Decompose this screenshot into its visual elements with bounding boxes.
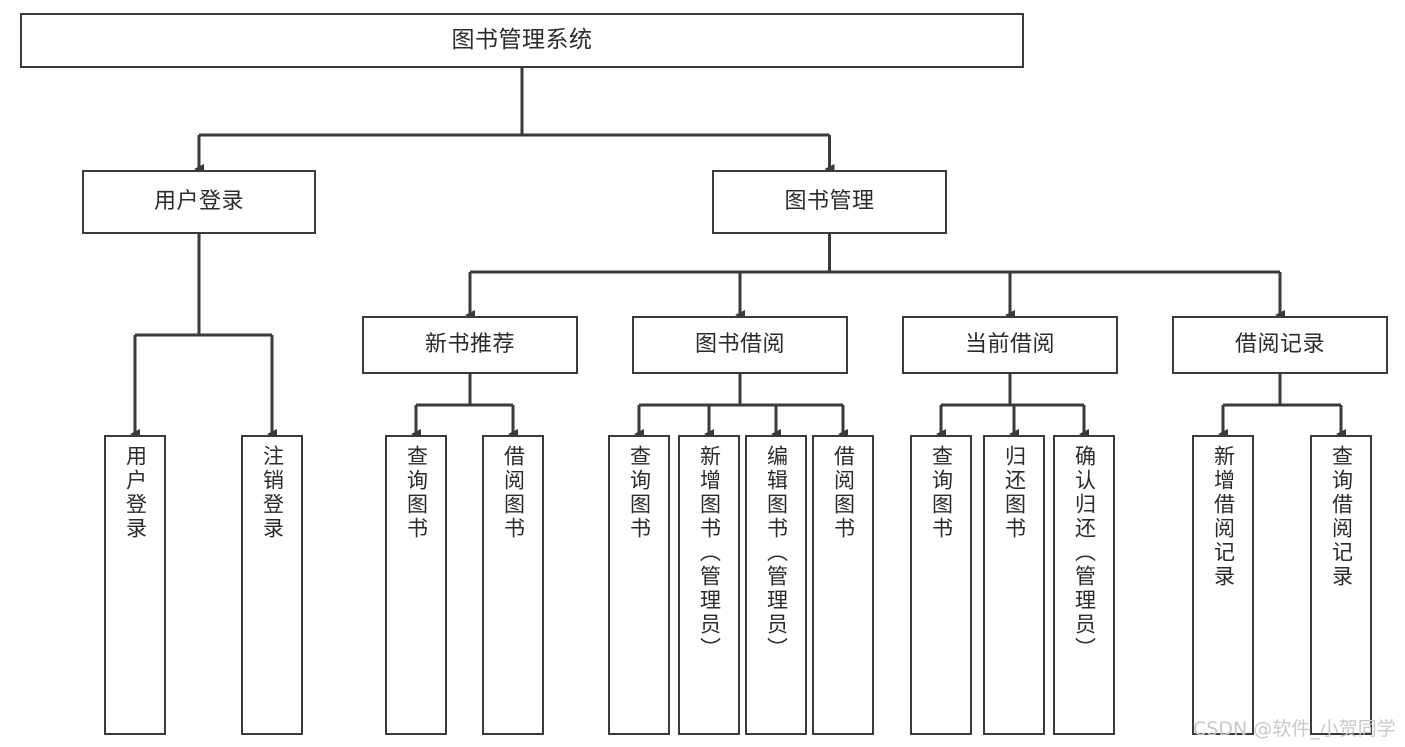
node-label: 查询图书 [404,445,429,541]
node-label: 归还图书 [1002,445,1027,541]
node-leaf-query-book-1[interactable]: 查询图书 [385,435,447,735]
edge-paths [130,68,1346,439]
node-leaf-add-book-admin[interactable]: 新增图书（管理员） [678,435,740,735]
node-label: 新增图书（管理员） [697,445,722,661]
node-label: 查询图书 [929,445,954,541]
node-root[interactable]: 图书管理系统 [20,13,1024,68]
node-leaf-add-borrow-record[interactable]: 新增借阅记录 [1192,435,1254,735]
node-leaf-edit-book-admin[interactable]: 编辑图书（管理员） [745,435,807,735]
node-leaf-query-book-2[interactable]: 查询图书 [608,435,670,735]
node-leaf-borrow-book-2[interactable]: 借阅图书 [812,435,874,735]
node-label: 编辑图书（管理员） [764,445,789,661]
node-label: 确认归还（管理员） [1072,445,1097,661]
node-leaf-return-book[interactable]: 归还图书 [983,435,1045,735]
node-label: 图书借阅 [694,332,785,358]
node-borrow-record[interactable]: 借阅记录 [1172,316,1388,374]
node-label: 图书管理系统 [451,26,593,53]
node-label: 新增借阅记录 [1211,445,1236,589]
node-book-manage[interactable]: 图书管理 [712,170,947,234]
node-leaf-confirm-return-admin[interactable]: 确认归还（管理员） [1053,435,1115,735]
node-leaf-user-logout[interactable]: 注销登录 [241,435,303,735]
node-label: 注销登录 [260,445,285,541]
node-leaf-query-book-3[interactable]: 查询图书 [910,435,972,735]
node-label: 查询图书 [627,445,652,541]
node-label: 借阅图书 [831,445,856,541]
node-label: 用户登录 [123,445,148,541]
node-leaf-query-borrow-record[interactable]: 查询借阅记录 [1310,435,1372,735]
node-label: 借阅图书 [501,445,526,541]
node-label: 当前借阅 [964,332,1055,358]
node-new-book-recommend[interactable]: 新书推荐 [362,316,578,374]
node-label: 查询借阅记录 [1329,445,1354,589]
node-user-login[interactable]: 用户登录 [82,170,316,234]
node-leaf-user-login[interactable]: 用户登录 [104,435,166,735]
node-leaf-borrow-book-1[interactable]: 借阅图书 [482,435,544,735]
node-label: 图书管理 [784,189,875,215]
node-label: 用户登录 [153,189,244,215]
node-current-borrow[interactable]: 当前借阅 [902,316,1118,374]
watermark-label: CSDN @软件_小贺同学 [1193,718,1396,740]
node-label: 新书推荐 [424,332,515,358]
node-book-borrow[interactable]: 图书借阅 [632,316,848,374]
node-label: 借阅记录 [1234,332,1325,358]
